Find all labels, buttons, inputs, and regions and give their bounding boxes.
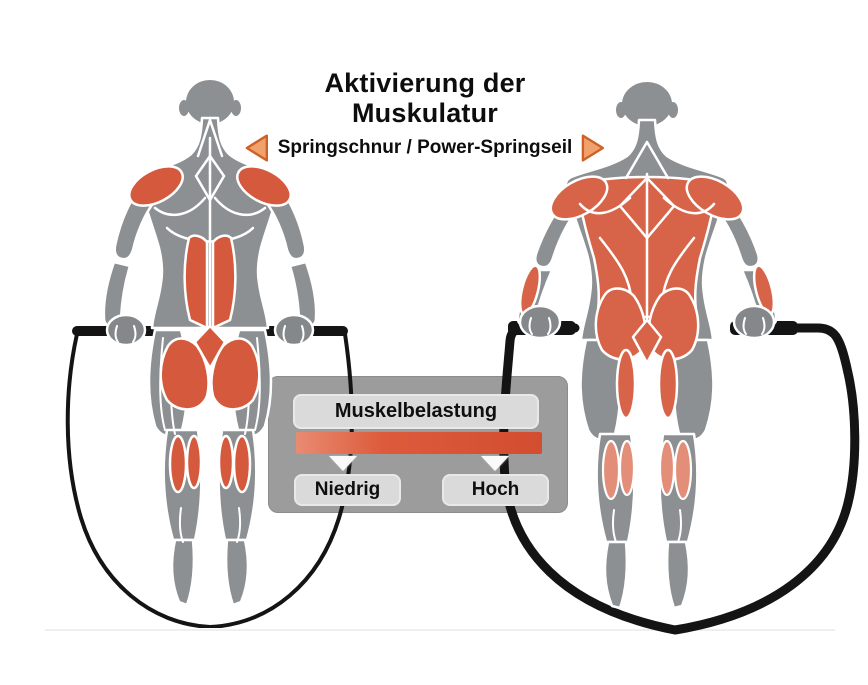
title-line-1: Aktivierung der	[324, 68, 526, 98]
title-line-2: Muskulatur	[351, 98, 499, 128]
triangle-right-icon	[581, 134, 605, 162]
left-hand	[518, 304, 562, 340]
muscle-load-panel-content: Muskelbelastung Niedrig Hoch	[268, 376, 568, 513]
highlighted-muscles	[518, 140, 776, 501]
muscle-figure-right	[499, 82, 860, 635]
floor-shadow-line	[45, 629, 835, 631]
highlighted-muscles	[128, 165, 292, 494]
muscle-load-gradient-bar	[296, 432, 542, 454]
triangle-down-icon-low	[329, 456, 357, 471]
subtitle: Springschnur / Power-Springseil	[244, 132, 606, 164]
muscle-load-header: Muskelbelastung	[293, 394, 539, 429]
triangle-down-icon-high	[481, 456, 509, 471]
left-hand	[105, 313, 147, 347]
high-label: Hoch	[442, 474, 549, 506]
triangle-left-icon	[245, 134, 269, 162]
muscle-figure-left	[65, 80, 354, 628]
subtitle-text: Springschnur / Power-Springseil	[277, 137, 573, 158]
page-title: Aktivierung der Muskulatur Springschnur …	[244, 68, 606, 164]
right-hand	[732, 304, 776, 340]
right-hand	[273, 313, 315, 347]
low-label: Niedrig	[294, 474, 401, 506]
